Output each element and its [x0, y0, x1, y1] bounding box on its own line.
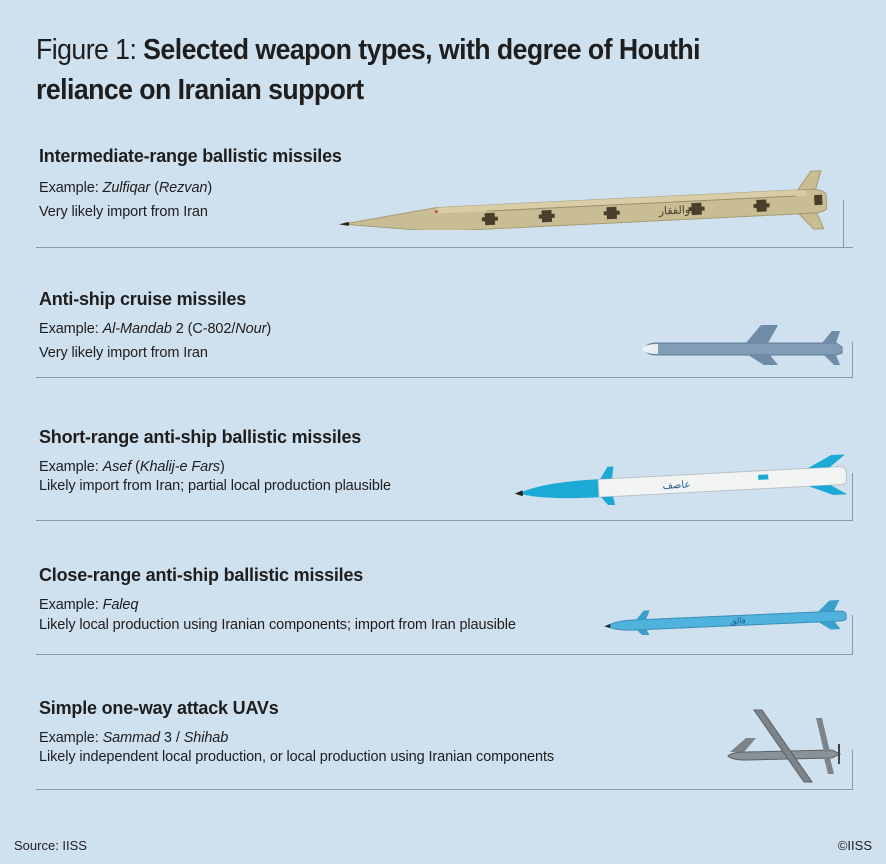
example-text: (	[131, 459, 140, 475]
example-text: )	[207, 180, 213, 196]
faleq-missile-image: فالق	[604, 600, 847, 635]
section-divider	[36, 247, 853, 248]
example-line: Example: Al-Mandab 2 (C-802/Nour)	[39, 321, 272, 337]
example-name: Rezvan	[158, 180, 208, 196]
example-text: )	[266, 321, 272, 337]
example-name: Nour	[235, 321, 267, 337]
example-name: Asef	[102, 459, 132, 475]
source-note: Source: IISS	[14, 838, 87, 853]
section-ascm: Anti-ship cruise missiles Example: Al-Ma…	[36, 289, 853, 378]
section-corner	[852, 473, 853, 521]
assessment-line: Likely local production using Iranian co…	[39, 617, 516, 633]
section-divider	[36, 377, 853, 378]
example-name: Faleq	[102, 597, 139, 613]
example-text: )	[219, 459, 225, 475]
copyright-note: ©IISS	[837, 838, 872, 853]
figure-title-text: Selected weapon types, with degree of Ho…	[36, 34, 701, 106]
example-name: Khalij-e Fars	[139, 459, 220, 475]
section-corner	[852, 615, 853, 655]
zulfiqar-missile-image: ذوالفقار	[338, 170, 828, 230]
assessment-line: Very likely import from Iran	[39, 345, 208, 361]
missile-marking: فالق	[730, 616, 746, 626]
section-heading: Intermediate-range ballistic missiles	[39, 146, 342, 166]
assessment-line: Likely independent local production, or …	[39, 749, 555, 765]
al-mandab-missile-image	[642, 325, 843, 365]
figure-title: Figure 1: Selected weapon types, with de…	[36, 30, 790, 110]
example-name: Sammad	[102, 730, 161, 746]
section-srasbm: Short-range anti-ship ballistic missiles…	[36, 427, 853, 521]
example-name: Zulfiqar	[102, 180, 151, 196]
example-line: Example: Faleq	[39, 597, 139, 613]
uav-image	[727, 709, 842, 783]
missile-marking: عاصف	[662, 479, 690, 491]
example-name: Al-Mandab	[102, 321, 172, 337]
section-irbm: Intermediate-range ballistic missiles Ex…	[36, 146, 853, 248]
section-heading: Close-range anti-ship ballistic missiles	[39, 565, 364, 585]
section-corner	[843, 200, 844, 248]
example-text: 2 (C-802/	[171, 321, 236, 337]
section-divider	[36, 654, 853, 655]
example-text: (	[150, 180, 159, 196]
section-corner	[852, 342, 853, 378]
section-divider	[36, 789, 853, 790]
figure-label: Figure 1:	[36, 34, 144, 66]
example-line: Example: Asef (Khalij-e Fars)	[39, 459, 225, 475]
section-heading: Simple one-way attack UAVs	[39, 698, 279, 718]
example-text: 3 /	[160, 730, 184, 746]
section-corner	[852, 750, 853, 790]
example-name: Shihab	[183, 730, 229, 746]
example-line: Example: Zulfiqar (Rezvan)	[39, 180, 213, 196]
example-line: Example: Sammad 3 / Shihab	[39, 730, 229, 746]
section-divider	[36, 520, 853, 521]
assessment-line: Very likely import from Iran	[39, 204, 208, 220]
missile-marking: ذوالفقار	[657, 203, 695, 218]
assessment-line: Likely import from Iran; partial local p…	[39, 478, 391, 494]
section-heading: Short-range anti-ship ballistic missiles	[39, 427, 362, 447]
section-heading: Anti-ship cruise missiles	[39, 289, 247, 309]
section-crasbm: Close-range anti-ship ballistic missiles…	[36, 565, 853, 655]
asef-missile-image: عاصف	[514, 454, 848, 505]
section-uav: Simple one-way attack UAVs Example: Samm…	[36, 698, 853, 790]
